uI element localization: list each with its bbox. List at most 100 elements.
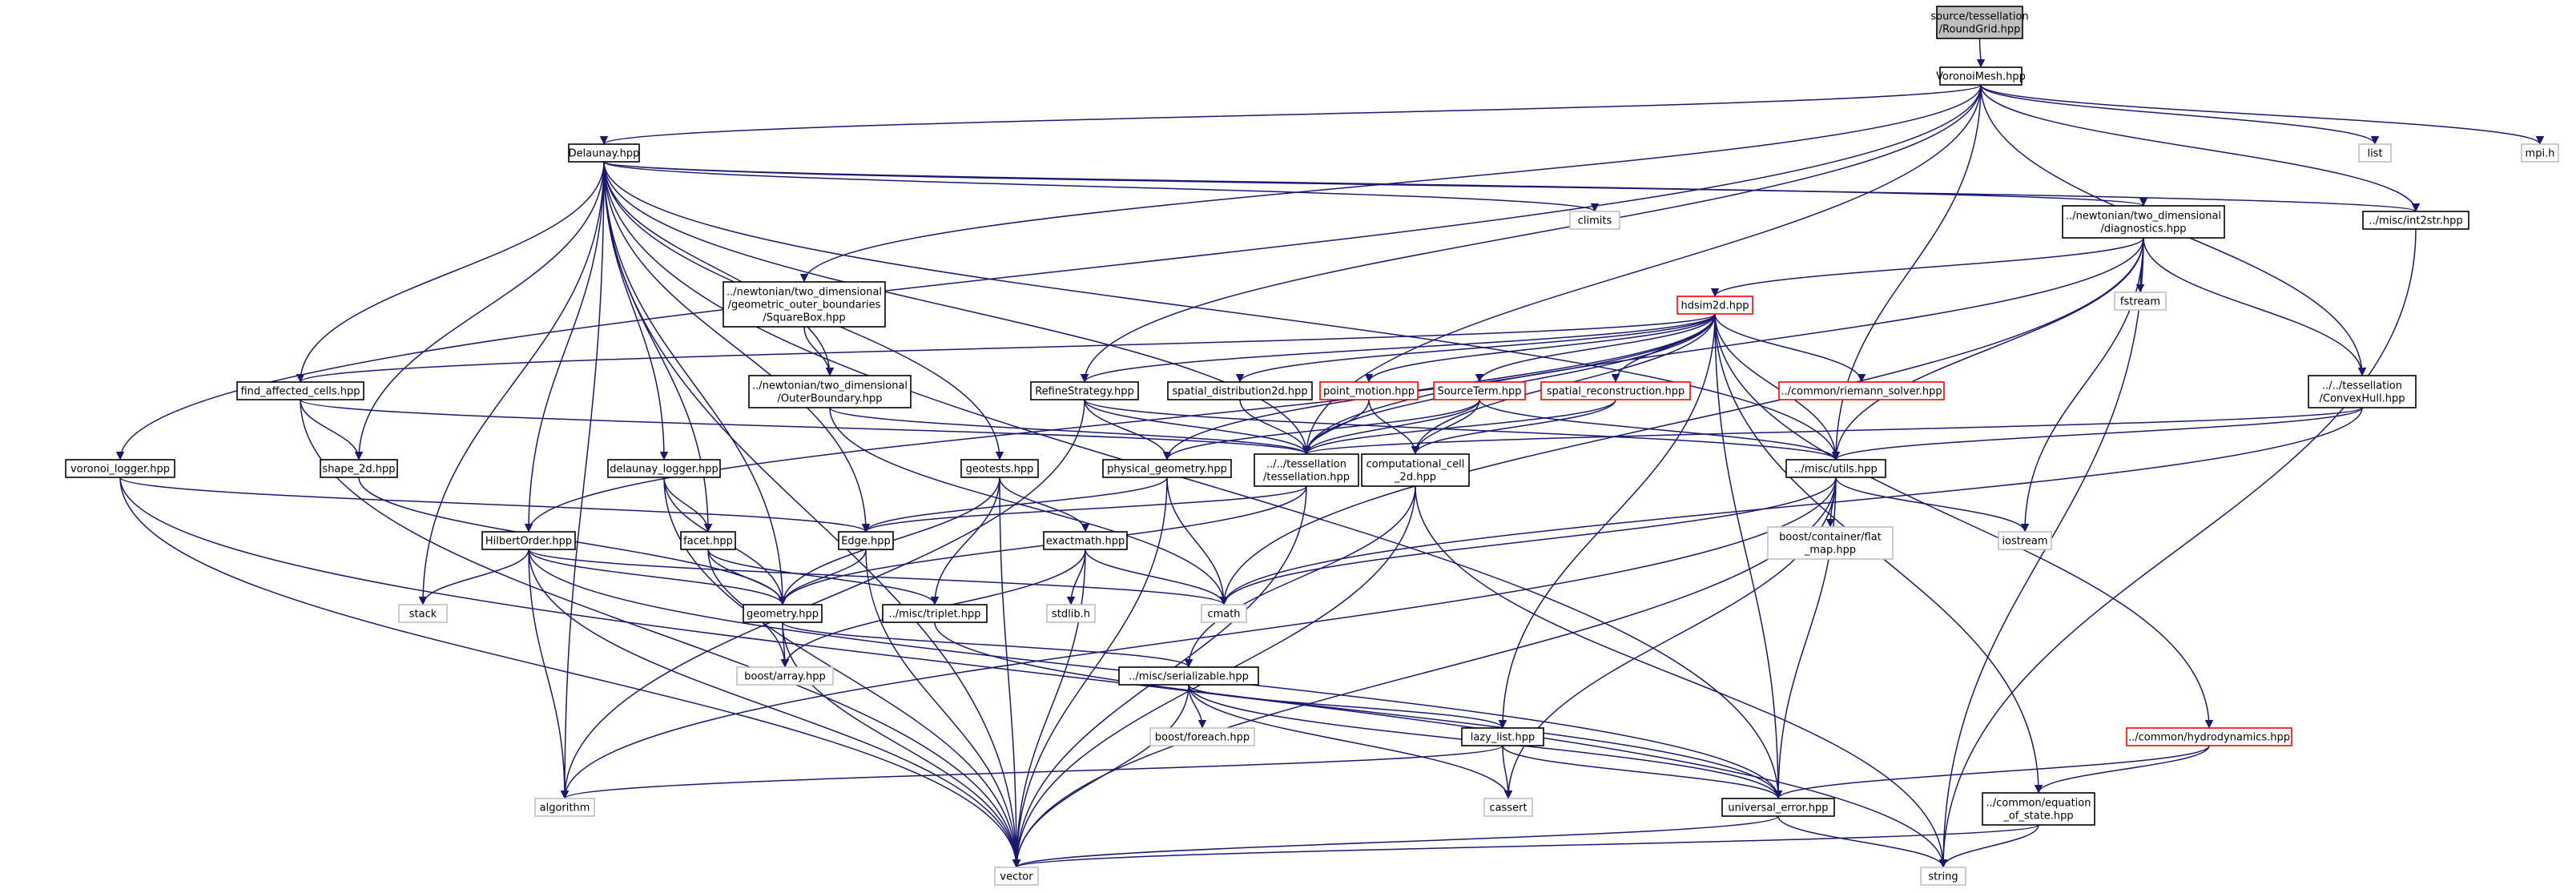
node-boost-foreach: boost/foreach.hpp (1149, 727, 1255, 746)
edge-voronoimesh-to-delaunay (600, 84, 1982, 145)
edge-path (560, 477, 1837, 799)
edge-path (934, 621, 1783, 799)
edge-utils-to-cassert (1503, 477, 1837, 799)
node-box (960, 459, 1039, 478)
edge-path (1835, 477, 2030, 533)
edge-diagnostics-to-tessellation (1302, 237, 2144, 455)
node-box (2521, 143, 2559, 163)
node-box (1540, 381, 1691, 400)
node-eos[interactable]: ../common/equation_of_state.hpp (1982, 792, 2095, 826)
node-diagnostics[interactable]: ../newtonian/two_dimensional/diagnostics… (2062, 205, 2225, 239)
node-root[interactable]: source/tessellation/RoundGrid.hpp (1930, 6, 2029, 39)
edge-path (528, 549, 1021, 868)
node-voronoimesh[interactable]: VoronoiMesh.hpp (1936, 66, 2026, 86)
node-hdsim2d[interactable]: hdsim2d.hpp (1676, 296, 1753, 315)
node-box (1569, 211, 1620, 230)
edge-path (1084, 399, 1172, 461)
node-box (1043, 531, 1128, 550)
edge-path (930, 477, 1000, 605)
node-physical-geometry[interactable]: physical_geometry.hpp (1102, 459, 1232, 478)
node-label: shape_2d.hpp (322, 464, 395, 476)
node-triplet[interactable]: ../misc/triplet.hpp (882, 604, 988, 623)
edge-point_motion-to-tessellation (1302, 399, 1370, 455)
node-lazy-list[interactable]: lazy_list.hpp (1461, 727, 1544, 746)
node-label: find_affected_cells.hpp (240, 386, 360, 398)
edge-hdsim2d-to-hydrodynamics (1714, 313, 2214, 729)
edge-path (1166, 477, 1229, 605)
node-shape2d[interactable]: shape_2d.hpp (320, 459, 398, 478)
node-box (994, 867, 1039, 886)
edge-hdsim2d-to-sourceterm (1475, 313, 1716, 383)
node-hilbert[interactable]: HilbertOrder.hpp (481, 531, 576, 550)
edge-lazy_list-to-algorithm (561, 745, 1503, 799)
edge-path (1415, 485, 1948, 868)
node-stdlib: stdlib.h (1046, 604, 1096, 623)
node-int2str[interactable]: ../misc/int2str.hpp (2362, 211, 2469, 230)
node-serializable[interactable]: ../misc/serializable.hpp (1118, 666, 1259, 686)
edge-convexhull-to-utils (1831, 407, 2363, 461)
node-box (1920, 867, 1966, 886)
edge-path (829, 407, 1229, 605)
node-box (1433, 381, 1526, 400)
node-label: ../common/hydrodynamics.hpp (2128, 732, 2290, 744)
edge-path (1012, 824, 2039, 868)
node-string: string (1920, 867, 1966, 886)
node-label: physical_geometry.hpp (1107, 464, 1227, 476)
edge-path (1503, 477, 1837, 799)
node-convexhull[interactable]: ../../tessellation/ConvexHull.hpp (2308, 375, 2417, 408)
node-refinestrategy[interactable]: RefineStrategy.hpp (1030, 381, 1139, 400)
node-riemann[interactable]: ../common/riemann_solver.hpp (1778, 381, 1945, 400)
node-label: vector (1000, 871, 1033, 883)
edge-sourceterm-to-tessellation (1302, 399, 1480, 455)
node-outerboundary[interactable]: ../newtonian/two_dimensional/OuterBounda… (748, 375, 912, 408)
edge-hydrodynamics-to-eos (2034, 745, 2210, 794)
edge-hydrodynamics-to-universal_error (1773, 745, 2210, 799)
node-delaunay[interactable]: Delaunay.hpp (568, 143, 640, 163)
node-geotests[interactable]: geotests.hpp (960, 459, 1039, 478)
node-utils[interactable]: ../misc/utils.hpp (1785, 459, 1886, 478)
node-box (1319, 381, 1419, 400)
node-tessellation[interactable]: ../../tessellation/tessellation.hpp (1254, 453, 1359, 487)
edge-path (1219, 237, 2144, 605)
edge-serializable-to-boost_foreach (1188, 684, 1207, 729)
edge-hdsim2d-to-refinestrategy (1080, 313, 1716, 383)
edge-physical_geometry-to-vector (1012, 477, 1168, 868)
node-computational-cell[interactable]: computational_cell_2d.hpp (1361, 453, 1470, 487)
edge-lazy_list-to-universal_error (1502, 745, 1783, 799)
node-geometry[interactable]: geometry.hpp (743, 604, 823, 623)
node-mpi: mpi.h (2521, 143, 2559, 163)
node-box (607, 459, 721, 478)
edge-path (1980, 84, 2545, 145)
node-delaunay-logger[interactable]: delaunay_logger.hpp (607, 459, 721, 478)
node-facet[interactable]: facet.hpp (680, 531, 736, 550)
edge-path (999, 477, 1090, 533)
edge-path (300, 399, 1021, 868)
node-label: ../misc/int2str.hpp (2369, 215, 2462, 227)
node-point-motion[interactable]: point_motion.hpp (1319, 381, 1419, 400)
node-box (1167, 381, 1313, 400)
node-voronoi-logger[interactable]: voronoi_logger.hpp (65, 459, 175, 478)
edge-hdsim2d-to-hilbert (524, 313, 1716, 533)
node-squarebox[interactable]: ../newtonian/two_dimensional/geometric_o… (722, 281, 886, 328)
edge-path (1302, 399, 1480, 455)
edge-serializable-to-lazy_list (1188, 684, 1507, 729)
edge-diagnostics-to-hdsim2d (1710, 237, 2144, 297)
edge-path (803, 326, 835, 376)
node-box (838, 531, 894, 550)
node-label: spatial_distribution2d.hpp (1172, 386, 1307, 398)
node-exactmath[interactable]: exactmath.hpp (1043, 531, 1128, 550)
edge-path (603, 161, 871, 533)
node-label: delaunay_logger.hpp (610, 464, 718, 476)
edge-root-to-voronoimesh (1976, 38, 1986, 68)
node-spatial-dist[interactable]: spatial_distribution2d.hpp (1167, 381, 1313, 400)
node-find-affected[interactable]: find_affected_cells.hpp (236, 381, 364, 400)
node-label: iostream (2002, 536, 2047, 548)
node-sourceterm[interactable]: SourceTerm.hpp (1433, 381, 1526, 400)
node-spatial-recon[interactable]: spatial_reconstruction.hpp (1540, 381, 1691, 400)
node-edge[interactable]: Edge.hpp (838, 531, 894, 550)
node-box (1676, 296, 1753, 315)
node-universal-error[interactable]: universal_error.hpp (1721, 798, 1835, 817)
edge-path (1080, 84, 1982, 383)
node-hydrodynamics[interactable]: ../common/hydrodynamics.hpp (2126, 727, 2292, 746)
